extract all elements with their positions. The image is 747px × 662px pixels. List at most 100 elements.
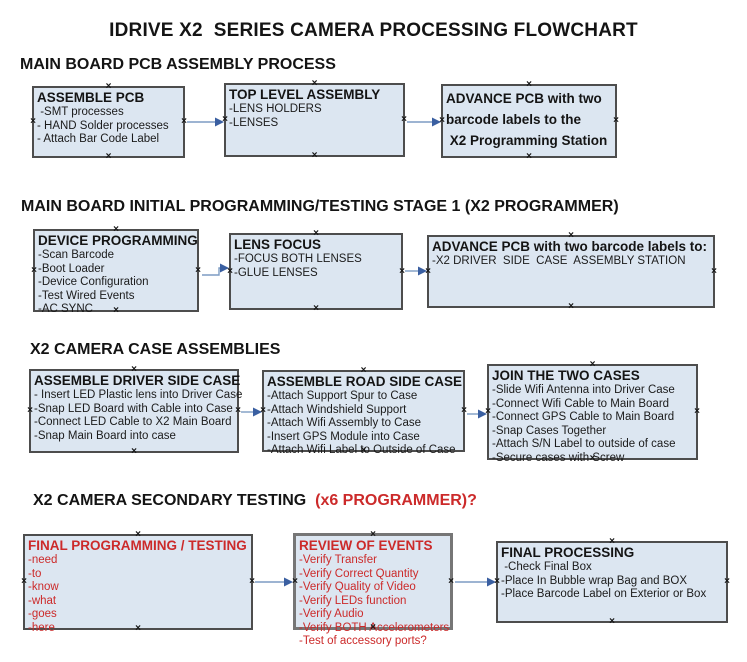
connection-handle-icon[interactable]: × <box>235 405 241 416</box>
box-final-programming-testing[interactable]: × × × × FINAL PROGRAMMING / TESTING -nee… <box>21 529 255 634</box>
connection-handle-icon[interactable]: × <box>313 228 319 239</box>
box-item: - Attach Bar Code Label <box>37 133 160 145</box>
box-assemble-driver-side-case[interactable]: × × × × ASSEMBLE DRIVER SIDE CASE - Inse… <box>27 364 242 457</box>
box-item: -Place In Bubble wrap Bag and BOX <box>501 574 688 587</box>
box-item: -LENS HOLDERS <box>229 103 322 115</box>
connection-handle-icon[interactable]: × <box>448 575 454 587</box>
box-item: -Connect GPS Cable to Main Board <box>492 411 675 423</box>
box-item: -need <box>28 554 58 566</box>
connection-handle-icon[interactable]: × <box>30 116 36 127</box>
connection-handle-icon[interactable]: × <box>131 364 137 375</box>
connection-handle-icon[interactable]: × <box>568 301 574 312</box>
connection-handle-icon[interactable]: × <box>694 406 700 417</box>
box-item: -Test of accessory ports? <box>299 635 427 647</box>
connection-handle-icon[interactable]: × <box>292 575 298 587</box>
box-item: -Verify Audio <box>299 608 364 620</box>
box-advance-pcb-case-assembly-station[interactable]: × × × × ADVANCE PCB with two barcode lab… <box>425 230 717 312</box>
box-join-the-two-cases[interactable]: × × × × JOIN THE TWO CASES -Slide Wifi A… <box>485 359 700 464</box>
connection-handle-icon[interactable]: × <box>181 116 187 127</box>
connection-handle-icon[interactable]: × <box>589 453 596 464</box>
box-assemble-pcb[interactable]: × × × × ASSEMBLE PCB -SMT processes - HA… <box>30 81 187 162</box>
connection-handle-icon[interactable]: × <box>131 446 137 457</box>
box-item: -Test Wired Events <box>38 289 135 302</box>
connection-handle-icon[interactable]: × <box>425 265 431 277</box>
connection-handle-icon[interactable]: × <box>370 529 376 540</box>
connection-handle-icon[interactable]: × <box>105 151 112 162</box>
connection-handle-icon[interactable]: × <box>526 79 532 90</box>
connection-handle-icon[interactable]: × <box>399 265 405 277</box>
connection-handle-icon[interactable]: × <box>260 405 266 416</box>
box-title: JOIN THE TWO CASES <box>492 368 640 383</box>
box-item: -Attach Windshield Support <box>267 403 407 416</box>
box-item: -Verify LEDs function <box>299 594 407 607</box>
box-item: -goes <box>28 608 57 620</box>
connection-handle-icon[interactable]: × <box>311 78 318 89</box>
box-item: -LENSES <box>229 116 279 129</box>
connection-handle-icon[interactable]: × <box>135 623 141 634</box>
connection-handle-icon[interactable]: × <box>609 616 615 627</box>
connection-handle-icon[interactable]: × <box>249 576 255 587</box>
connection-handle-icon[interactable]: × <box>401 114 407 125</box>
connection-handle-icon[interactable]: × <box>439 115 445 126</box>
box-item: -to <box>28 567 42 580</box>
connection-handle-icon[interactable]: × <box>609 536 615 547</box>
connection-handle-icon[interactable]: × <box>113 224 119 235</box>
box-device-programming[interactable]: × × × × DEVICE PROGRAMMING -Scan Barcode… <box>31 224 201 316</box>
box-item: -SMT processes <box>37 106 124 118</box>
connection-handle-icon[interactable]: × <box>370 622 376 633</box>
box-item: -here <box>28 621 55 634</box>
box-lens-focus[interactable]: × × × × LENS FOCUS -FOCUS BOTH LENSES -G… <box>227 228 405 314</box>
connection-handle-icon[interactable]: × <box>494 576 500 587</box>
box-advance-pcb-programming-station[interactable]: × × × × ADVANCE PCB with two barcode lab… <box>439 79 619 162</box>
section-heading-case-assemblies: X2 CAMERA CASE ASSEMBLIES <box>30 341 281 358</box>
connection-handle-icon[interactable]: × <box>227 265 233 277</box>
box-item: -Place Barcode Label on Exterior or Box <box>501 588 707 600</box>
box-item: -Device Configuration <box>38 276 149 288</box>
box-review-of-events[interactable]: × × × × REVIEW OF EVENTS -Verify Transfe… <box>292 529 454 648</box>
connection-handle-icon[interactable]: × <box>485 406 491 417</box>
connection-handle-icon[interactable]: × <box>195 264 201 276</box>
box-item: -Insert GPS Module into Case <box>267 430 420 443</box>
box-title: DEVICE PROGRAMMING <box>38 233 198 248</box>
box-assemble-road-side-case[interactable]: × × × × ASSEMBLE ROAD SIDE CASE -Attach … <box>260 365 467 457</box>
box-item: -FOCUS BOTH LENSES <box>234 253 362 265</box>
box-title: ADVANCE PCB with two barcode labels to: <box>432 239 708 254</box>
box-item: -what <box>28 594 57 607</box>
connection-handle-icon[interactable]: × <box>360 445 367 456</box>
box-item: -GLUE LENSES <box>234 266 318 279</box>
box-title: ASSEMBLE DRIVER SIDE CASE <box>34 373 241 388</box>
connection-handle-icon[interactable]: × <box>526 151 532 162</box>
connection-handle-icon[interactable]: × <box>724 576 730 587</box>
connection-handle-icon[interactable]: × <box>31 264 37 276</box>
box-top-level-assembly[interactable]: × × × × TOP LEVEL ASSEMBLY -LENS HOLDERS… <box>222 78 407 161</box>
connection-handle-icon[interactable]: × <box>568 230 574 241</box>
connection-handle-icon[interactable]: × <box>360 365 367 376</box>
connection-handle-icon[interactable]: × <box>613 115 619 126</box>
page-title: IDRIVE X2 SERIES CAMERA PROCESSING FLOWC… <box>109 20 638 41</box>
section-heading-black-part: X2 CAMERA SECONDARY TESTING <box>33 492 307 509</box>
connection-handle-icon[interactable]: × <box>27 405 33 416</box>
box-final-processing[interactable]: × × × × FINAL PROCESSING -Check Final Bo… <box>494 536 730 627</box>
connection-handle-icon[interactable]: × <box>313 303 319 314</box>
connection-handle-icon[interactable]: × <box>222 114 228 125</box>
box-text-line: ADVANCE PCB with two <box>446 91 602 106</box>
box-item: -Verify Correct Quantity <box>299 567 419 580</box>
section-heading-secondary-testing: X2 CAMERA SECONDARY TESTING (x6 PROGRAMM… <box>33 492 477 510</box>
connection-handle-icon[interactable]: × <box>311 150 318 161</box>
box-title: REVIEW OF EVENTS <box>299 538 433 553</box>
connection-handle-icon[interactable]: × <box>711 265 717 277</box>
arrow-device-to-lensfocus <box>202 267 221 276</box>
box-item: -Connect Wifi Cable to Main Board <box>492 397 670 410</box>
connection-handle-icon[interactable]: × <box>135 529 141 540</box>
box-item: -Snap Cases Together <box>492 424 607 437</box>
connection-handle-icon[interactable]: × <box>461 405 467 416</box>
connection-handle-icon[interactable]: × <box>21 576 27 587</box>
box-item: -Verify Quality of Video <box>299 581 416 593</box>
connection-handle-icon[interactable]: × <box>589 359 596 370</box>
box-item: -Snap Main Board into case <box>34 429 176 442</box>
connection-handle-icon[interactable]: × <box>105 81 112 92</box>
connection-handle-icon[interactable]: × <box>113 305 119 316</box>
box-title: FINAL PROGRAMMING / TESTING <box>28 538 247 553</box>
box-item: -AC SYNC <box>38 303 93 315</box>
